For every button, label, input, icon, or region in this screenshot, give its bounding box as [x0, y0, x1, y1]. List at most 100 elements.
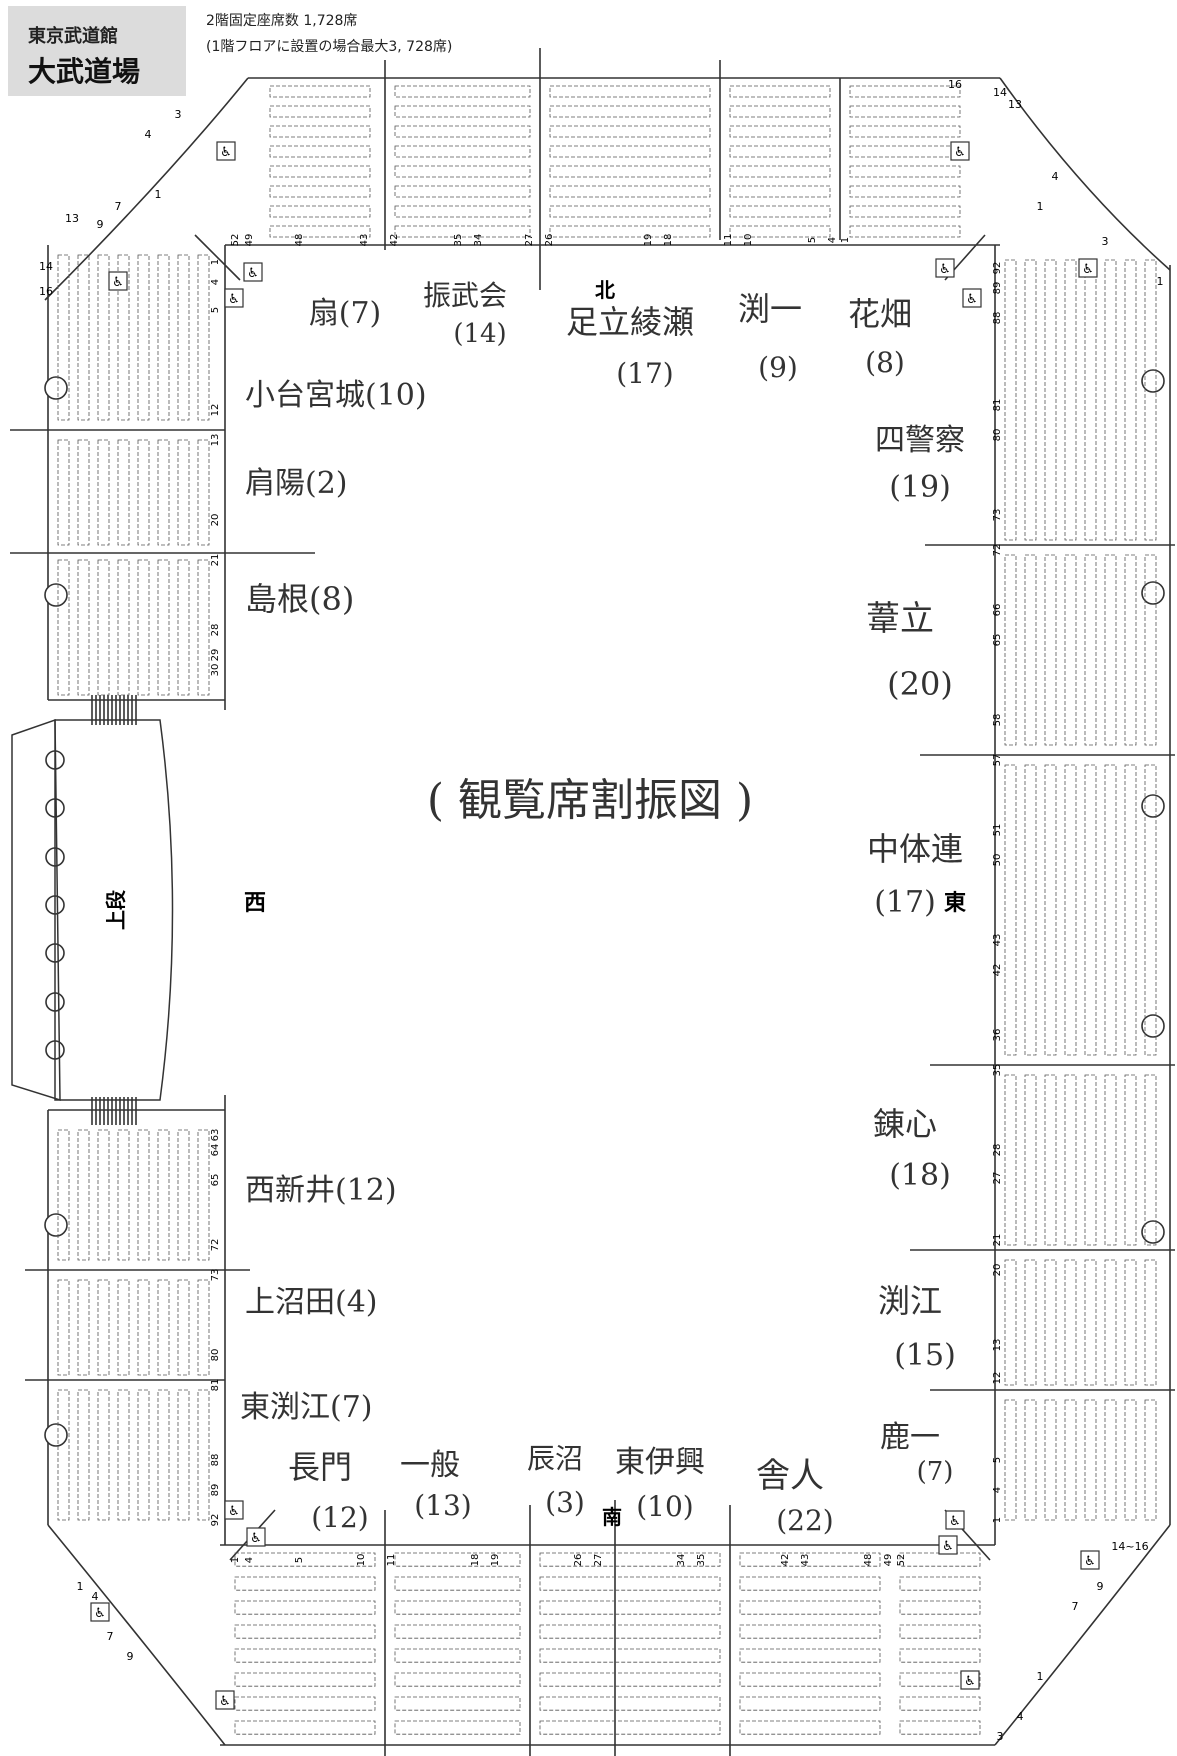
- south-row-number: 4: [244, 1557, 255, 1563]
- seat-column: [117, 559, 130, 696]
- seat-column: [157, 439, 170, 546]
- seat-column: [97, 1129, 110, 1261]
- seat-row: [269, 125, 371, 138]
- se-corner-label: 14~16: [1111, 1540, 1148, 1553]
- north-row-number: 4: [827, 237, 838, 243]
- seat-column: [157, 1389, 170, 1521]
- assignment-east-6-count: (7): [917, 1457, 954, 1487]
- west-row-number: 63: [210, 1129, 221, 1142]
- north-row-number: 26: [544, 234, 555, 247]
- seat-column: [1064, 1074, 1077, 1246]
- seat-row: [549, 85, 711, 98]
- assignment-west-1: 小台宮城(10): [245, 378, 427, 413]
- wheelchair-icon: ♿: [960, 1670, 980, 1690]
- seat-row: [539, 1600, 721, 1615]
- seat-column: [1004, 554, 1017, 746]
- seat-column: [117, 439, 130, 546]
- seat-column: [1024, 764, 1037, 1056]
- wheelchair-glyph: ♿: [94, 1606, 106, 1621]
- capacity-note-floor: (1階フロアに設置の場合最大3, 728席): [206, 39, 453, 55]
- south-row-number: 18: [470, 1554, 481, 1567]
- seat-row: [269, 185, 371, 198]
- seat-column: [137, 1389, 150, 1521]
- nw-corner-label: 1: [155, 188, 162, 201]
- seat-row: [729, 145, 831, 158]
- seat-column: [1104, 1259, 1117, 1386]
- north-row-number: 11: [723, 234, 734, 247]
- seat-row: [549, 105, 711, 118]
- assignment-south-5-count: (22): [776, 1504, 833, 1537]
- se-corner-label: 3: [997, 1730, 1004, 1743]
- assignment-west-3: 島根(8): [245, 580, 354, 618]
- seat-column: [157, 1279, 170, 1376]
- seat-column: [1144, 764, 1157, 1056]
- seat-column: [1104, 1074, 1117, 1246]
- wheelchair-icon-frame: [90, 1602, 110, 1622]
- wheelchair-glyph: ♿: [219, 1694, 231, 1709]
- se-arc: [994, 1524, 1171, 1746]
- section-marker-circle: [1141, 1014, 1165, 1038]
- north-row-number: 34: [473, 234, 484, 247]
- wheelchair-icon: ♿: [950, 141, 970, 161]
- west-row-number: 65: [210, 1174, 221, 1187]
- seat-column: [177, 254, 190, 421]
- seat-column: [1124, 259, 1137, 541]
- wheelchair-glyph: ♿: [1082, 262, 1094, 277]
- seat-column: [177, 1389, 190, 1521]
- seat-column: [1104, 259, 1117, 541]
- east-dividers: [910, 544, 1175, 1391]
- ne-corner-label: 13: [1008, 98, 1022, 111]
- south-row-number: 34: [676, 1554, 687, 1567]
- seat-row: [899, 1696, 981, 1711]
- assignment-east-3-count: (17): [874, 885, 936, 920]
- seat-row: [394, 185, 531, 198]
- wheelchair-icon: ♿: [215, 1690, 235, 1710]
- north-row-number: 5: [807, 237, 818, 243]
- seat-column: [1104, 764, 1117, 1056]
- seat-column: [1064, 764, 1077, 1056]
- west-row-number: 73: [210, 1269, 221, 1282]
- west-row-number: 28: [210, 624, 221, 637]
- se-corner-label: 7: [1072, 1600, 1079, 1613]
- wheelchair-glyph: ♿: [942, 1539, 954, 1554]
- seat-row: [739, 1648, 881, 1663]
- seat-column: [1104, 1399, 1117, 1521]
- seat-row: [394, 205, 531, 218]
- seat-row: [729, 85, 831, 98]
- seat-row: [739, 1696, 881, 1711]
- north-dividers: [384, 48, 841, 290]
- seat-column: [1084, 1259, 1097, 1386]
- seat-row: [394, 125, 531, 138]
- seat-column: [97, 254, 110, 421]
- wheelchair-icon: ♿: [224, 288, 244, 308]
- east-row-number: 4: [992, 1487, 1003, 1493]
- west-row-number: 21: [210, 554, 221, 567]
- south-row-number: 48: [863, 1554, 874, 1567]
- se-corner-label: 4: [1017, 1710, 1024, 1723]
- north-row-number: 48: [294, 234, 305, 247]
- seat-row: [539, 1696, 721, 1711]
- east-row-number: 89: [992, 282, 1003, 295]
- venue-name: 東京武道館: [28, 26, 118, 47]
- assignment-south-3-count: (3): [545, 1486, 585, 1519]
- seat-column: [1064, 1259, 1077, 1386]
- wheelchair-glyph: ♿: [939, 262, 951, 277]
- east-row-number: 72: [992, 544, 1003, 557]
- sw-corner-label: 4: [92, 1590, 99, 1603]
- west-row-number: 92: [210, 1514, 221, 1527]
- seat-row: [234, 1720, 376, 1735]
- nw-corner-label: 4: [145, 128, 152, 141]
- seat-row: [394, 105, 531, 118]
- section-marker-circle: [44, 1423, 68, 1447]
- section-marker-circle: [44, 1213, 68, 1237]
- seat-column: [97, 1279, 110, 1376]
- seat-column: [1044, 554, 1057, 746]
- se-corner-label: 9: [1097, 1580, 1104, 1593]
- wheelchair-icon: ♿: [243, 262, 263, 282]
- assignment-north-2-count: (14): [453, 319, 506, 349]
- seat-row: [849, 145, 961, 158]
- seat-column: [137, 559, 150, 696]
- wheelchair-icon-frame: [935, 258, 955, 278]
- ne-corner-label: 3: [1102, 235, 1109, 248]
